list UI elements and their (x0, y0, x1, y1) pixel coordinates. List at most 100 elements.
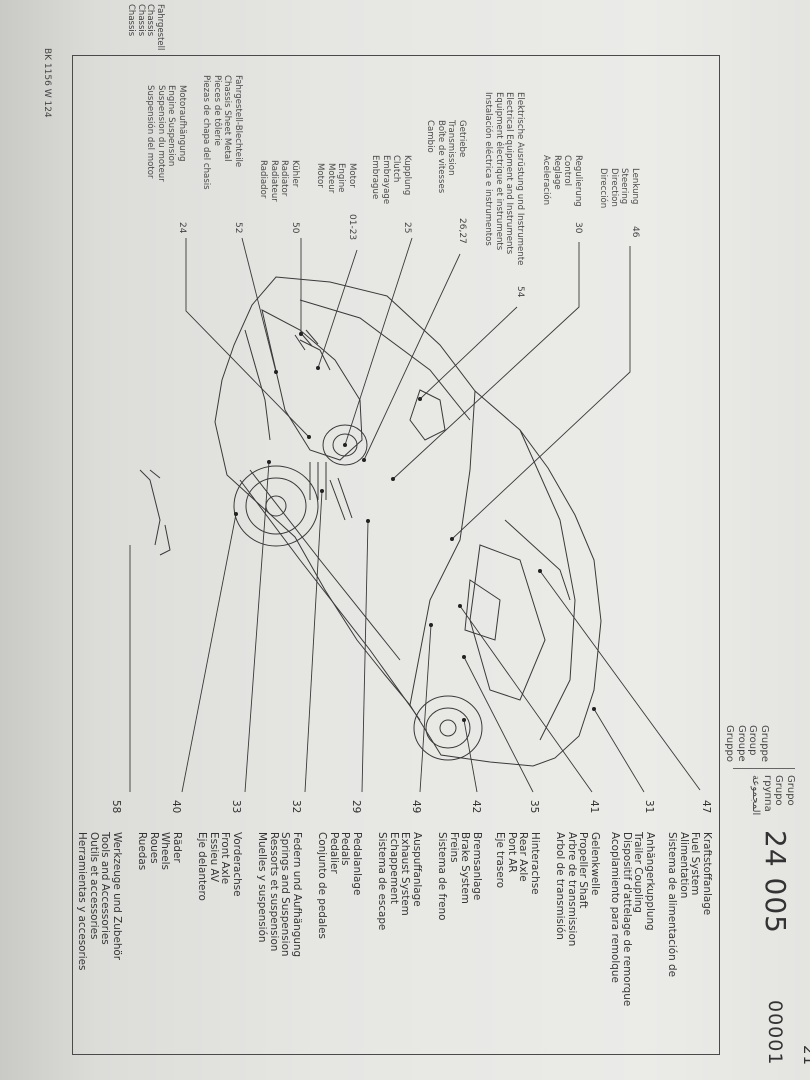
label-line: Aceleración (541, 155, 552, 206)
label-line: Sistema de alimentación de (666, 832, 679, 977)
label-line: Motor (347, 163, 357, 188)
label-line: Front Axle (219, 832, 232, 885)
group-ref-number: 46 (630, 226, 640, 238)
label-line: Ressorts et suspension (267, 832, 280, 952)
label-line: Clutch (391, 155, 402, 183)
label-line: Eje trasero (494, 832, 507, 889)
group-ref-number: 35 (528, 800, 540, 814)
label-line: Reglage (551, 155, 562, 190)
group-ref-number: 31 (643, 800, 655, 814)
label-line: Conjunto de pedales (316, 832, 329, 939)
label-line: Lenkung (630, 168, 640, 205)
label-line: Radiador (258, 160, 269, 199)
group-ref-number: 42 (470, 800, 482, 814)
group-label: Gruppo (724, 725, 736, 763)
label-line: Elektrische Ausrüstung und Instrumente (515, 92, 525, 266)
label-line: Regulierung (573, 155, 583, 207)
label-line: Hinterachse (529, 832, 541, 895)
group-ref-number: 33 (230, 800, 242, 814)
label-line: Anhängerkupplung (644, 832, 656, 931)
label-line: Rear Axle (517, 832, 530, 882)
sheet-number: 00001 (764, 1000, 786, 1066)
header-divider (733, 768, 795, 769)
label-line: Ruedas (136, 832, 149, 871)
label-line: Engine Suspension (166, 85, 177, 167)
label-line: Räder (171, 832, 183, 863)
heading-line: Fahrgestell (155, 4, 165, 51)
label-line: Dirección (598, 168, 609, 209)
label-line: Transmission (446, 120, 457, 176)
label-line: Federn und Aufhängung (291, 832, 303, 958)
label-line: Direction (608, 168, 619, 207)
label-line: Sistema de escape (376, 832, 389, 931)
group-label: المجموعة (750, 775, 762, 816)
group-labels-2: Grupo Grupo группа المجموعة (750, 775, 797, 816)
footer-code: BK 1156 W 124 (42, 48, 52, 118)
label-line: Suspensión del motor (145, 85, 156, 179)
label-line: Tools and Accessories (99, 832, 112, 945)
label-line: Kühler (290, 160, 300, 188)
group-ref-number: 26,27 (457, 218, 467, 244)
group-ref-number: 49 (410, 800, 422, 814)
label-line: Engine (336, 163, 347, 193)
label-line: Control (562, 155, 573, 187)
label-line: Motor (315, 163, 326, 188)
label-line: Arbre de transmission (565, 832, 578, 947)
label-line: Kupplung (402, 155, 412, 196)
group-label: Grupo (773, 775, 785, 806)
label-line: Essieu AV (207, 832, 220, 883)
group-ref-number: 24 (177, 222, 187, 234)
label-line: Electrical Equipment and Instruments (504, 92, 515, 255)
label-line: Embrague (370, 155, 381, 200)
label-line: Echappement (387, 832, 400, 904)
label-line: Trailer Coupling (632, 832, 645, 913)
group-ref-number: 52 (233, 222, 243, 234)
label-line: Acoplamiento para remolque (609, 832, 622, 983)
group-ref-number: 32 (290, 800, 302, 814)
front-wheel (233, 465, 319, 547)
section-heading: Fahrgestell Chassis Chassis Chassis (126, 4, 166, 51)
group-ref-number: 01-23 (347, 214, 357, 241)
label-line: Radiator (279, 160, 290, 197)
label-line: Freins (447, 832, 460, 863)
label-line: Eje delantero (196, 832, 209, 901)
label-line: Instalación eléctrica e instrumentos (483, 92, 494, 246)
group-labels: Gruppe Group Groupe Gruppo (724, 725, 771, 763)
group-label: группа (762, 775, 773, 812)
label-line: Dispositif d'attelage de remorque (620, 832, 633, 1007)
group-label: Grupo (785, 775, 796, 806)
heading-line: Chassis (145, 4, 156, 37)
group-ref-number: 47 (700, 800, 712, 814)
label-line: Pedalanlage (351, 832, 363, 896)
label-line: Steering (619, 168, 630, 205)
label-line: Moteur (325, 163, 336, 194)
label-line: Pont AR (505, 832, 518, 873)
leader-lines (129, 237, 701, 793)
group-ref-number: 50 (290, 222, 300, 234)
label-line: Werkzeuge und Zubehör (111, 832, 123, 961)
group-ref-number: 25 (402, 222, 412, 234)
tools-icon (139, 469, 171, 556)
label-line: Exhaust System (399, 832, 412, 916)
group-number: 24 005 (759, 830, 792, 934)
label-line: Springs and Suspension (279, 832, 292, 957)
heading-line: Chassis (136, 4, 146, 37)
label-line: Outils et accessories (87, 832, 100, 940)
engine-parts (294, 329, 368, 521)
